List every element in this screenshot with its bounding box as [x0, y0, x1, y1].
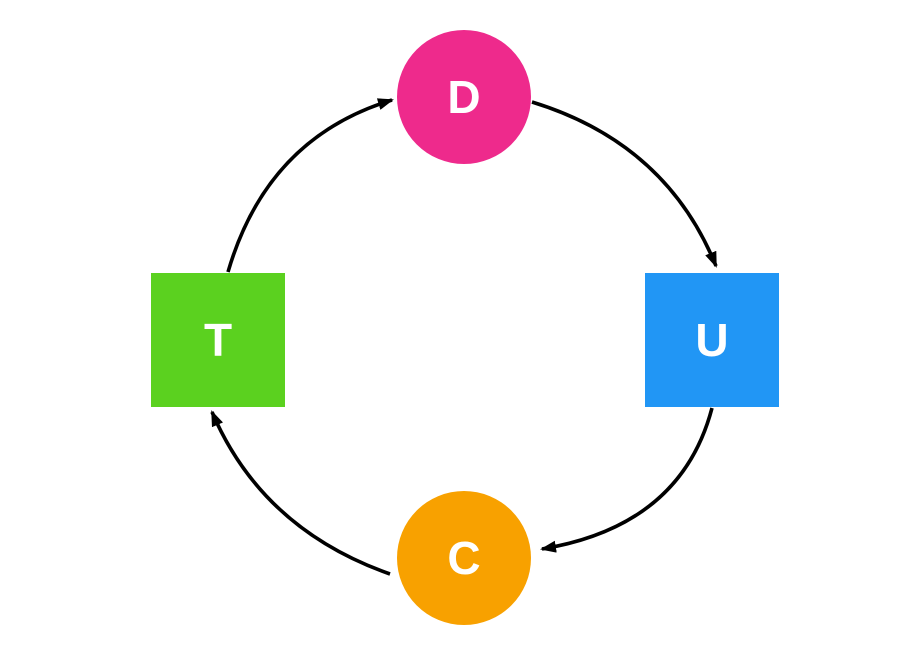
node-D-shape: [397, 30, 531, 164]
node-C-label: C: [447, 532, 480, 584]
edge-T-to-D: [226, 98, 394, 273]
node-U-shape: [645, 273, 779, 407]
node-C-shape: [397, 491, 531, 625]
edge-D-to-U: [531, 100, 718, 268]
node-U-label: U: [695, 314, 728, 366]
node-T-label: T: [204, 314, 232, 366]
node-T-shape: [151, 273, 285, 407]
edge-U-to-C: [540, 407, 714, 553]
node-D-label: D: [447, 71, 480, 123]
edge-C-to-T: [210, 410, 391, 576]
